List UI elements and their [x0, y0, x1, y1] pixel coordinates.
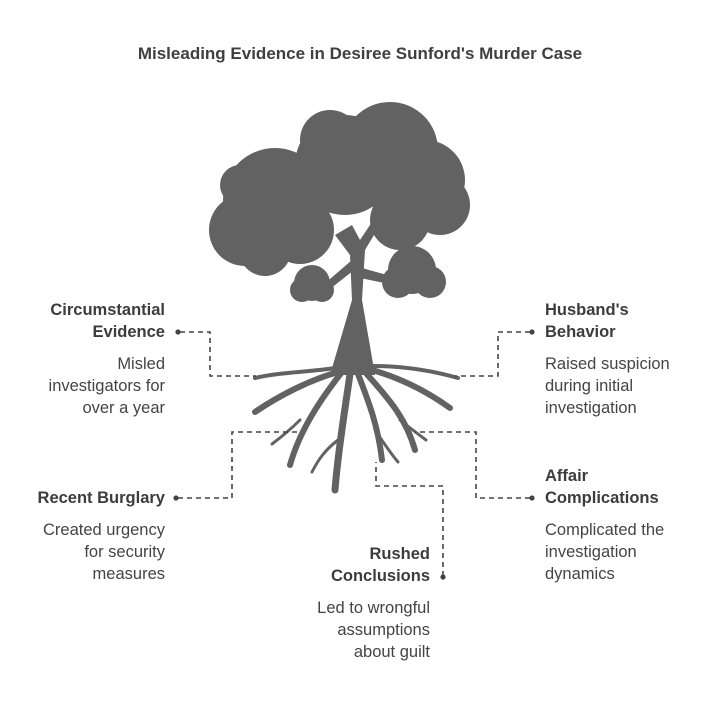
item-affair-complications: Affair Complications Complicated the inv…: [545, 465, 720, 585]
item-heading: Husband's Behavior: [545, 301, 629, 341]
item-description: Created urgency for security measures: [43, 521, 165, 583]
item-heading: Recent Burglary: [37, 489, 165, 507]
item-rushed-conclusions: Rushed Conclusions Led to wrongful assum…: [250, 543, 430, 663]
connector-dots: [173, 329, 535, 580]
connector-lines: [178, 331, 530, 576]
tree-roots: [252, 364, 460, 494]
tree-canopy: [209, 102, 470, 302]
item-husbands-behavior: Husband's Behavior Raised suspicion duri…: [545, 299, 720, 419]
item-heading: Affair Complications: [545, 467, 659, 507]
item-description: Raised suspicion during initial investig…: [545, 355, 670, 417]
item-recent-burglary: Recent Burglary Created urgency for secu…: [0, 487, 165, 585]
item-description: Misled investigators for over a year: [48, 355, 165, 417]
item-heading: Circumstantial Evidence: [50, 301, 165, 341]
item-circumstantial-evidence: Circumstantial Evidence Misled investiga…: [0, 299, 165, 419]
item-description: Led to wrongful assumptions about guilt: [317, 599, 430, 661]
item-heading: Rushed Conclusions: [330, 545, 430, 585]
diagram-title: Misleading Evidence in Desiree Sunford's…: [137, 44, 583, 63]
item-description: Complicated the investigation dynamics: [545, 521, 665, 583]
